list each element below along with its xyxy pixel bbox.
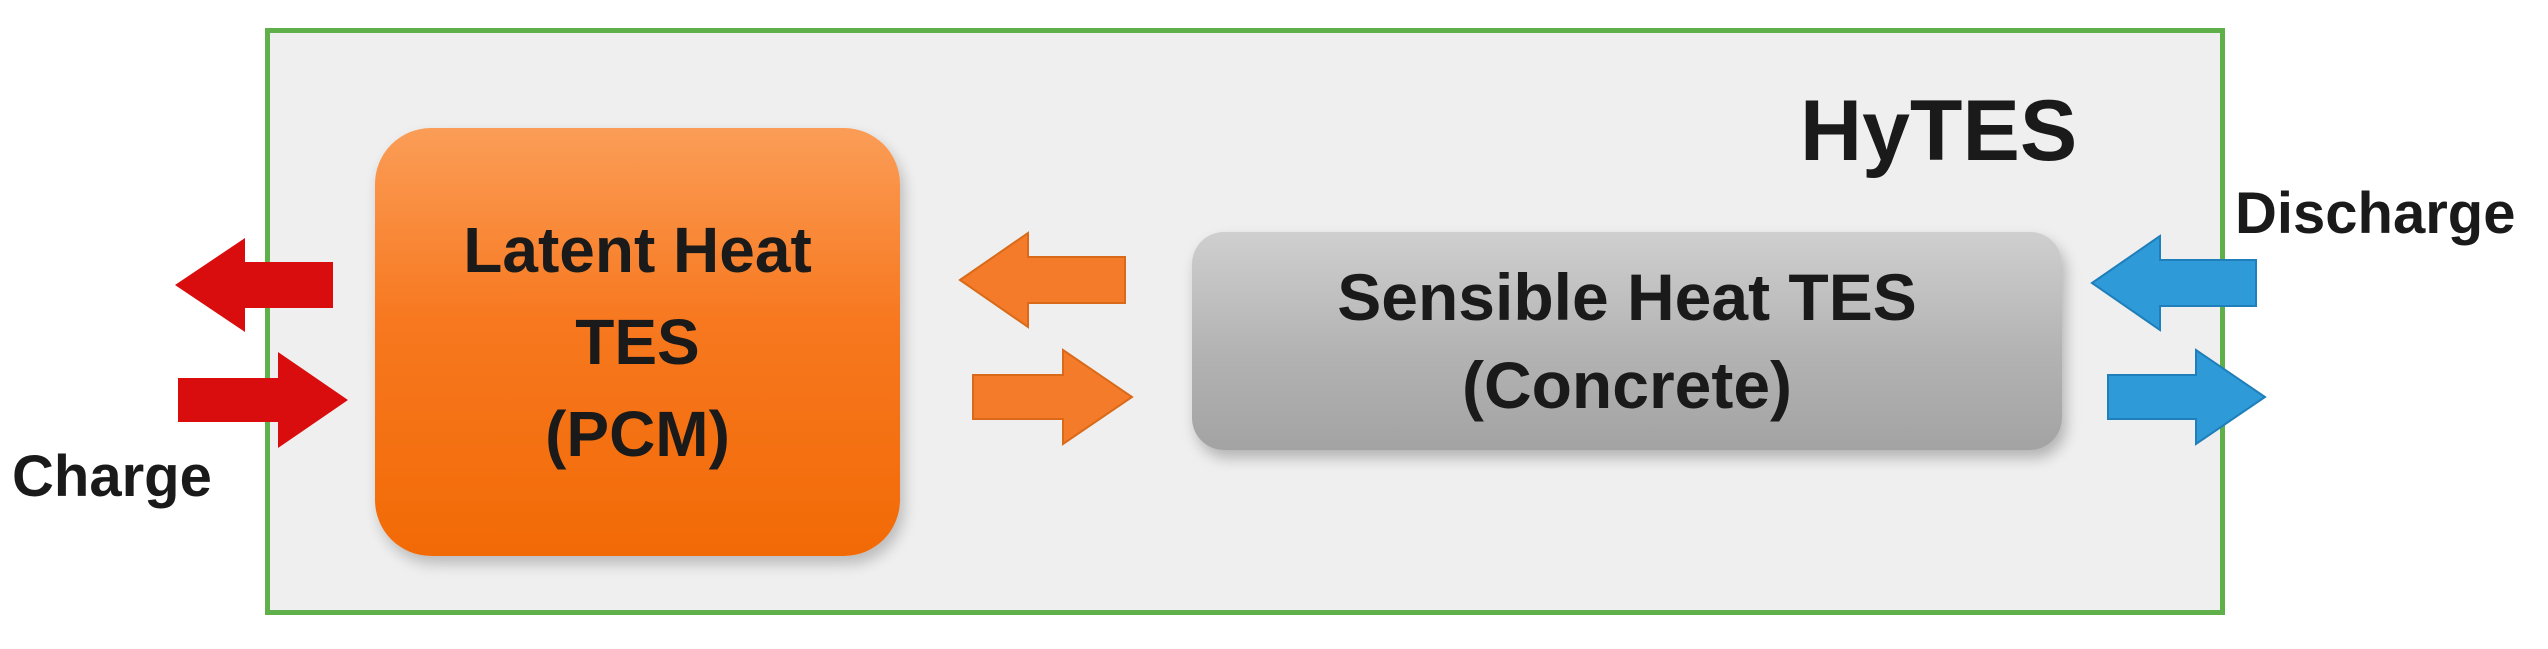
to-latent-arrow-icon: [958, 231, 1126, 329]
latent-line-3: (PCM): [545, 398, 730, 470]
sensible-line-2: (Concrete): [1461, 348, 1793, 422]
discharge-label: Discharge: [2235, 181, 2516, 246]
system-title: HyTES: [1800, 83, 2078, 179]
discharge-in-arrow-icon: [2090, 234, 2257, 332]
sensible-heat-tes-block: Sensible Heat TES (Concrete): [1192, 232, 2062, 450]
charge-out-arrow-icon: [175, 238, 333, 332]
to-sensible-arrow-icon: [972, 348, 1134, 446]
sensible-line-1: Sensible Heat TES: [1337, 260, 1917, 334]
charge-label: Charge: [12, 444, 212, 509]
latent-heat-tes-block: Latent Heat TES (PCM): [375, 128, 900, 556]
discharge-out-arrow-icon: [2107, 348, 2267, 446]
latent-line-2: TES: [575, 306, 700, 378]
charge-in-arrow-icon: [178, 352, 348, 448]
latent-line-1: Latent Heat: [463, 214, 812, 286]
